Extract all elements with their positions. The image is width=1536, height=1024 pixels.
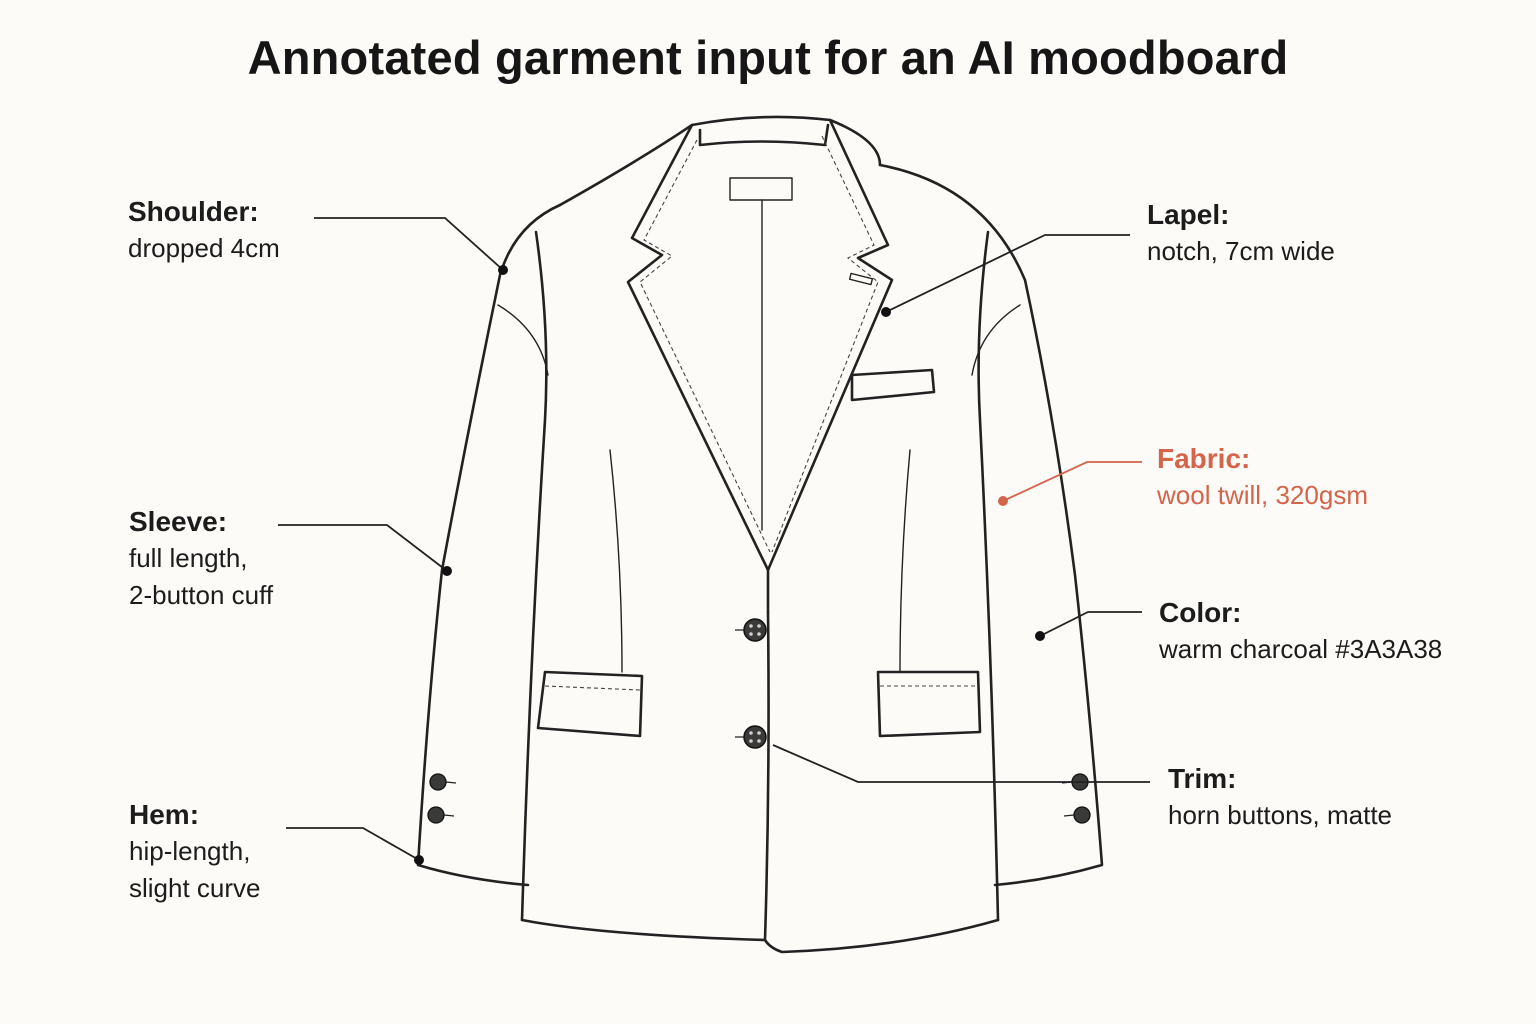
callout-sleeve-value-2: 2-button cuff — [129, 580, 274, 610]
callout-lapel-value: notch, 7cm wide — [1147, 236, 1335, 266]
callout-trim-value: horn buttons, matte — [1168, 800, 1393, 830]
right-dart — [899, 449, 911, 673]
right-sleeve-outline — [878, 163, 1104, 887]
callout-fabric: Fabric: wool twill, 320gsm — [1157, 440, 1368, 514]
sleeve-leader-line — [278, 524, 448, 572]
front-opening — [763, 610, 770, 942]
collar-stand — [558, 115, 882, 207]
callout-hem-value-2: slight curve — [129, 873, 261, 903]
fabric-leader-line — [1002, 461, 1142, 502]
callout-hem-label: Hem: — [129, 799, 200, 830]
right-cuff-button-2 — [1073, 806, 1091, 824]
callout-hem-value-1: hip-length, — [129, 836, 251, 866]
callout-shoulder-value: dropped 4cm — [128, 233, 280, 263]
callout-shoulder-label: Shoulder: — [128, 196, 259, 227]
neck-label — [729, 177, 793, 201]
left-dart — [609, 449, 623, 673]
lapel-buttonhole — [848, 272, 874, 286]
callout-lapel: Lapel: notch, 7cm wide — [1147, 196, 1335, 270]
hem-leader-line — [286, 827, 420, 861]
sleeve-dot — [442, 566, 452, 576]
color-leader-line — [1039, 611, 1142, 637]
cuff-buttons — [427, 773, 1091, 824]
front-button-top — [743, 618, 767, 642]
callout-color: Color: warm charcoal #3A3A38 — [1159, 594, 1442, 668]
lapel-dot — [881, 307, 891, 317]
callout-trim-label: Trim: — [1168, 763, 1237, 794]
callout-lapel-label: Lapel: — [1147, 199, 1230, 230]
hem-curve — [520, 918, 1000, 954]
right-flap-pocket — [876, 670, 982, 738]
color-dot — [1035, 631, 1045, 641]
left-cuff-button-1 — [429, 773, 447, 791]
left-lapel — [626, 123, 770, 614]
callout-fabric-value: wool twill, 320gsm — [1157, 480, 1368, 510]
trim-leader-line — [772, 744, 1150, 783]
callout-sleeve-value-1: full length, — [129, 543, 248, 573]
callout-sleeve: Sleeve: full length, 2-button cuff — [129, 503, 273, 614]
right-lapel — [766, 118, 894, 572]
back-neck — [698, 123, 830, 147]
lapel-leader-line — [885, 234, 1130, 313]
callout-hem: Hem: hip-length, slight curve — [129, 796, 261, 907]
chest-pocket — [850, 368, 936, 402]
callout-color-value: warm charcoal #3A3A38 — [1159, 634, 1443, 664]
callout-sleeve-label: Sleeve: — [129, 506, 228, 537]
shoulder-dot — [498, 265, 508, 275]
left-pocket-stitching — [544, 685, 641, 691]
page-title: Annotated garment input for an AI moodbo… — [247, 31, 1289, 84]
callout-fabric-label: Fabric: — [1157, 443, 1251, 474]
callout-color-label: Color: — [1159, 597, 1242, 628]
left-shoulder-seam — [497, 304, 549, 376]
right-lapel-stitching — [771, 135, 879, 553]
left-flap-pocket — [536, 670, 644, 738]
front-buttons — [735, 618, 767, 749]
callout-shoulder: Shoulder: dropped 4cm — [128, 193, 280, 267]
shoulder-leader-line — [314, 217, 504, 271]
hem-dot — [414, 855, 424, 865]
body-right-side — [977, 230, 1000, 922]
callout-trim: Trim: horn buttons, matte — [1168, 760, 1392, 834]
front-button-bottom — [743, 725, 767, 749]
right-shoulder-seam — [971, 304, 1021, 376]
left-cuff-button-2 — [427, 806, 445, 824]
body-left-side — [520, 230, 548, 922]
fabric-dot — [998, 496, 1008, 506]
